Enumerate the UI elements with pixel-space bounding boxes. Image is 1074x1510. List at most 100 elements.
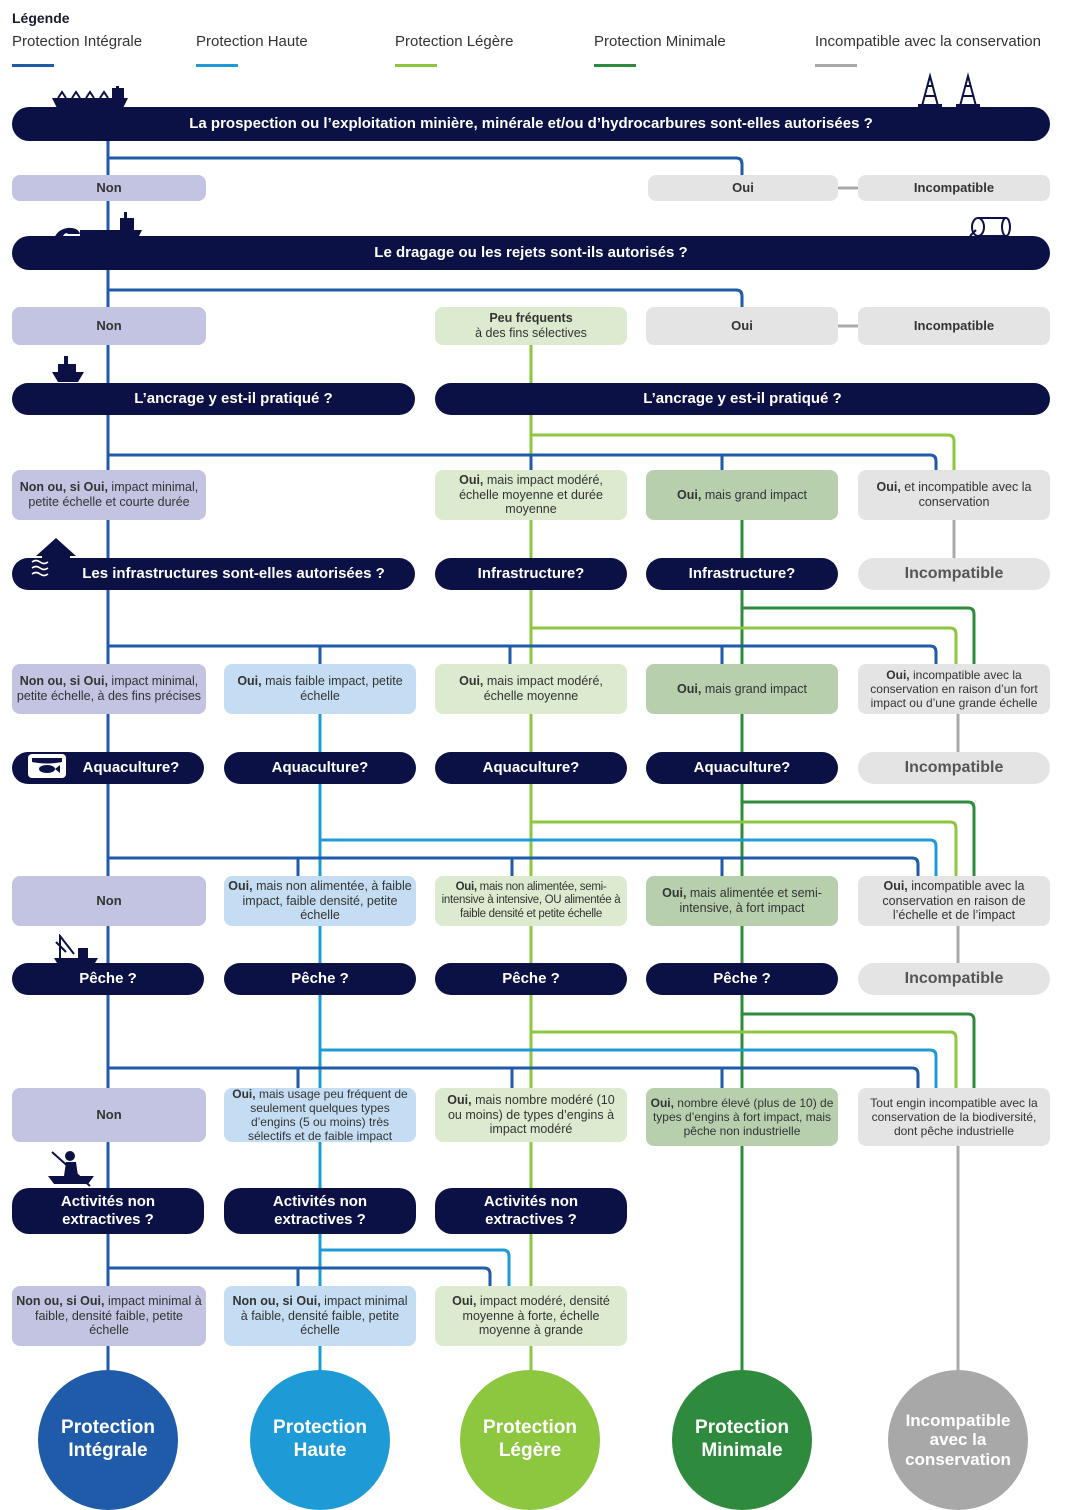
result-line: Incompatible	[905, 1410, 1011, 1430]
result-line: Haute	[293, 1440, 347, 1461]
question-line: Activités non	[272, 1193, 368, 1210]
pipe-icon	[969, 217, 1011, 237]
answer-bold: Non ou, si Oui,	[232, 1293, 321, 1308]
answer-aquaculture-haute: Oui, mais non alimentée, à faible impact…	[224, 876, 416, 926]
incompatible-fishing: Incompatible	[858, 963, 1050, 995]
answer-text: mais alimentée et semi-intensive, à fort…	[679, 886, 822, 915]
answer-dredging-rare-text: à des fins sélectives	[475, 326, 587, 340]
connector-integrale	[108, 856, 920, 876]
connector-integrale	[108, 156, 744, 175]
answer-infrastructure-haute: Oui, mais faible impact, petite échelle	[224, 664, 416, 714]
answer-bold: Oui,	[883, 878, 908, 893]
answer-mining-yes: Oui	[648, 175, 838, 201]
answer-text: et incompatible avec la conservation	[900, 480, 1032, 509]
answer-text: mais impact modéré, échelle moyenne et d…	[459, 472, 603, 517]
answer-dredging-rare-bold: Peu fréquents	[489, 311, 573, 326]
answer-dredging-no: Non	[12, 307, 206, 345]
answer-mining-incompatible: Incompatible	[858, 175, 1050, 201]
incompatible-infrastructure: Incompatible	[858, 558, 1050, 590]
answer-text: incompatible avec la conservation en rai…	[882, 878, 1026, 923]
question-line: extractives ?	[485, 1211, 577, 1228]
answer-bold: Oui,	[650, 1095, 674, 1110]
connector-integrale	[108, 1066, 920, 1088]
answer-fishing-haute: Oui, mais usage peu fréquent de seulemen…	[224, 1087, 416, 1143]
answer-dredging-yes: Oui	[646, 307, 838, 345]
answer-bold: Oui,	[237, 674, 262, 689]
answer-aquaculture-minimale: Oui, mais alimentée et semi-intensive, à…	[646, 876, 838, 926]
legend-swatch-haute	[196, 64, 238, 67]
answer-bold: Oui,	[677, 487, 702, 502]
answer-text: mais nombre modéré (10 ou moins) de type…	[447, 1092, 615, 1137]
answer-bold: Non ou, si Oui,	[16, 1293, 105, 1308]
answer-text: nombre élevé (plus de 10) de types d’eng…	[652, 1095, 834, 1139]
answer-aquaculture-incompatible: Oui, incompatible avec la conservation e…	[858, 876, 1050, 926]
legend-swatch-incompatible	[815, 64, 857, 67]
result-line: Intégrale	[68, 1440, 148, 1461]
answer-aquaculture-legere: Oui, mais non alimentée, semi-intensive …	[435, 876, 627, 926]
question-mining: La prospection ou l’exploitation minière…	[12, 107, 1050, 141]
result-line: Minimale	[701, 1440, 783, 1461]
answer-infrastructure-minimale: Oui, mais grand impact	[646, 664, 838, 714]
question-fishing-minimale: Pêche ?	[646, 963, 838, 995]
legend-label-legere: Protection Légère	[395, 33, 514, 50]
answer-text: mais non alimentée, semi-intensive à int…	[441, 880, 621, 920]
answer-text: mais faible impact, petite échelle	[261, 674, 403, 703]
fishing-boat-icon	[54, 934, 98, 968]
legend-label-incompatible: Incompatible avec la conservation	[815, 33, 1041, 50]
legend-label-integrale: Protection Intégrale	[12, 33, 143, 50]
answer-text: mais grand impact	[701, 487, 807, 502]
answer-infrastructure-integrale: Non ou, si Oui, impact minimal, petite é…	[12, 664, 206, 714]
legend-swatch-integrale	[12, 64, 54, 67]
question-line: Activités non	[60, 1193, 156, 1210]
answer-fishing-minimale: Oui, nombre élevé (plus de 10) de types …	[646, 1088, 838, 1146]
answer-bold: Oui,	[677, 681, 702, 696]
question-fishing-haute: Pêche ?	[224, 963, 416, 995]
answer-bold: Oui,	[459, 472, 484, 487]
answer-text: incompatible avec la conservation en rai…	[870, 667, 1038, 711]
question-dredging: Le dragage ou les rejets sont-ils autori…	[12, 236, 1050, 270]
answer-nonextractive-integrale: Non ou, si Oui, impact minimal à faible,…	[12, 1286, 206, 1346]
connector-integrale	[108, 453, 938, 470]
aquaculture-icon	[28, 754, 66, 778]
answer-text: impact minimal à faible, densité faible,…	[34, 1293, 202, 1338]
answer-anchoring-integrale: Non ou, si Oui, impact minimal, petite é…	[12, 470, 206, 520]
result-line: Protection	[695, 1417, 789, 1439]
connector-legere	[531, 626, 958, 664]
answer-nonextractive-haute: Non ou, si Oui, impact minimal à faible,…	[224, 1286, 416, 1346]
legend-label-minimale: Protection Minimale	[594, 33, 726, 50]
answer-text: mais impact modéré, échelle moyenne	[483, 674, 603, 703]
question-anchoring-right: L’ancrage y est-il pratiqué ?	[435, 383, 1050, 415]
kayak-icon	[48, 1151, 94, 1187]
connector-legere	[531, 433, 956, 470]
answer-infrastructure-incompatible: Oui, incompatible avec la conservation e…	[858, 664, 1050, 714]
question-infrastructure-minimale: Infrastructure?	[646, 558, 838, 590]
answer-anchoring-minimale: Oui, mais grand impact	[646, 470, 838, 520]
legend-label-haute: Protection Haute	[196, 33, 308, 50]
question-line: extractives ?	[62, 1211, 154, 1228]
answer-fishing-incompatible: Tout engin incompatible avec la conserva…	[858, 1088, 1050, 1146]
answer-bold: Non ou, si Oui,	[19, 480, 108, 495]
answer-text: mais grand impact	[701, 681, 807, 696]
question-fishing-integrale: Pêche ?	[12, 963, 204, 995]
result-line: Protection	[483, 1417, 577, 1439]
connector-integrale	[108, 1266, 492, 1286]
legend-swatch-minimale	[594, 64, 636, 67]
answer-text: impact minimal, petite échelle, à des fi…	[16, 674, 202, 703]
connector-minimale	[742, 606, 976, 664]
answer-text: impact minimal, petite échelle et courte…	[28, 480, 199, 509]
incompatible-aquaculture: Incompatible	[858, 752, 1050, 784]
dredger-ship-icon	[54, 212, 142, 242]
connector-haute	[320, 838, 938, 876]
question-line: extractives ?	[274, 1211, 366, 1228]
result-line: conservation	[905, 1449, 1011, 1469]
answer-bold: Oui,	[459, 674, 484, 689]
answer-nonextractive-legere: Oui, impact modéré, densité moyenne à fo…	[435, 1286, 627, 1346]
result-line: Protection	[273, 1417, 367, 1439]
